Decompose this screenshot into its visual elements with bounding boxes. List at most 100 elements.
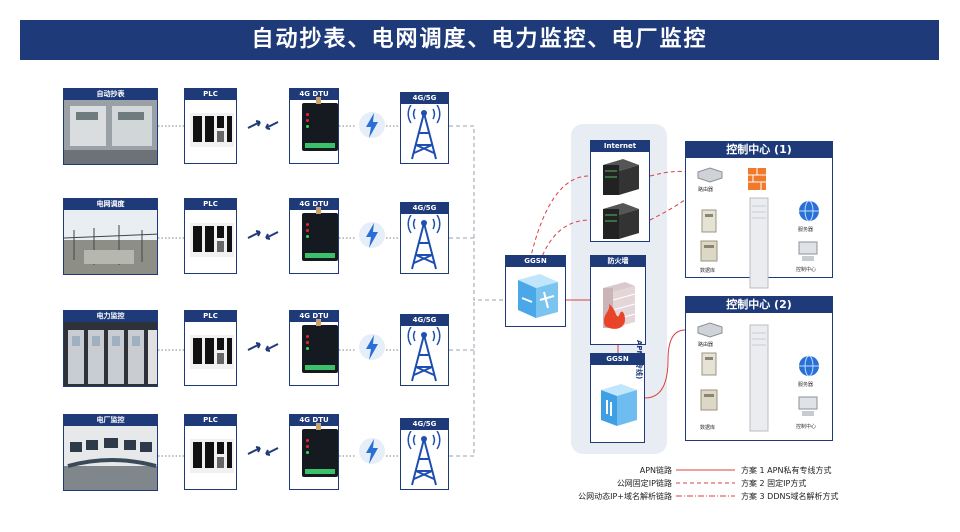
plc-device-icon bbox=[190, 439, 234, 473]
cell-tower-icon bbox=[407, 431, 441, 486]
ggsn-left-label: GGSN bbox=[506, 256, 565, 267]
plc-card: PLC bbox=[184, 310, 237, 386]
router-icon bbox=[697, 322, 723, 338]
router-cube-icon bbox=[518, 274, 558, 318]
cell-tower-icon bbox=[407, 327, 441, 382]
ggsn-to-internet-link bbox=[529, 175, 591, 261]
router-label: 路由器 bbox=[698, 187, 714, 193]
dtu-card: 4G DTU bbox=[289, 310, 339, 386]
plc-device-icon bbox=[190, 113, 234, 147]
firewall-icon bbox=[603, 282, 636, 329]
control-center-title: 控制中心 (1) bbox=[686, 142, 832, 158]
globe-server-icon bbox=[799, 355, 819, 377]
tower4-to-ggsn-link bbox=[449, 300, 475, 457]
dtu-device-icon bbox=[302, 319, 338, 373]
dtu-device-icon bbox=[302, 423, 338, 477]
dtu-card: 4G DTU bbox=[289, 88, 339, 164]
server-label: 服务器 bbox=[798, 227, 814, 233]
dtu-card: 4G DTU bbox=[289, 198, 339, 274]
workstation-icon bbox=[701, 209, 717, 233]
database-icon bbox=[700, 240, 718, 262]
tower-label: 4G/5G bbox=[401, 419, 448, 430]
tower-label: 4G/5G bbox=[401, 315, 448, 326]
ggsn-right-label: GGSN bbox=[591, 354, 644, 365]
router-icon bbox=[697, 167, 723, 183]
legend-name: APN链路 bbox=[639, 466, 672, 475]
plc-label: PLC bbox=[185, 415, 236, 426]
firewall-card: 防火墙 bbox=[590, 255, 646, 345]
tower-card: 4G/5G bbox=[400, 202, 449, 274]
plc-card: PLC bbox=[184, 414, 237, 490]
legend-desc: 方案 2 固定IP方式 bbox=[741, 479, 807, 488]
workstation-icon bbox=[701, 352, 717, 376]
ggsn-left-card: GGSN bbox=[505, 255, 566, 327]
internet-label: Internet bbox=[591, 141, 649, 152]
site-label: 电厂监控 bbox=[64, 415, 157, 426]
router-label: 路由器 bbox=[698, 342, 714, 348]
plc-card: PLC bbox=[184, 88, 237, 164]
control-label: 控制中心 bbox=[796, 267, 817, 273]
cell-tower-icon bbox=[407, 215, 441, 270]
site-card: 自动抄表 bbox=[63, 88, 158, 165]
database-label: 数据库 bbox=[700, 425, 716, 431]
server-label: 服务器 bbox=[798, 382, 814, 388]
dtu-label: 4G DTU bbox=[290, 311, 338, 322]
ggsn-to-cc2-apn-link bbox=[644, 329, 686, 399]
control-label: 控制中心 bbox=[796, 424, 817, 430]
site-label: 电力监控 bbox=[64, 311, 157, 322]
site-photo bbox=[64, 322, 157, 386]
site-card: 电网调度 bbox=[63, 198, 158, 275]
lightning-icon bbox=[359, 334, 385, 360]
tower1-to-ggsn-link bbox=[449, 125, 505, 301]
page-title: 自动抄表、电网调度、电力监控、电厂监控 bbox=[20, 20, 939, 60]
tower-label: 4G/5G bbox=[401, 203, 448, 214]
plc-card: PLC bbox=[184, 198, 237, 274]
internet-card: Internet bbox=[590, 140, 650, 242]
wireless-icon bbox=[247, 120, 279, 130]
wireless-icon bbox=[247, 230, 279, 240]
site-photo bbox=[64, 426, 157, 490]
tower-card: 4G/5G bbox=[400, 92, 449, 164]
ggsn-right-card: GGSN bbox=[590, 353, 645, 443]
site-label: 自动抄表 bbox=[64, 89, 157, 100]
tower-server-icon bbox=[749, 197, 769, 289]
dtu-device-icon bbox=[302, 207, 338, 261]
router-cube-icon bbox=[601, 384, 637, 426]
site-card: 电力监控 bbox=[63, 310, 158, 387]
globe-server-icon bbox=[799, 200, 819, 222]
database-label: 数据库 bbox=[700, 268, 716, 274]
plc-device-icon bbox=[190, 335, 234, 369]
firewall-label: 防火墙 bbox=[591, 256, 645, 267]
plc-label: PLC bbox=[185, 89, 236, 100]
wireless-icon bbox=[247, 446, 279, 456]
firewall-wall-icon bbox=[748, 168, 766, 190]
legend-desc: 方案 1 APN私有专线方式 bbox=[741, 466, 832, 475]
apn-vertical-label: APN (专线) bbox=[635, 340, 643, 380]
site-photo bbox=[64, 100, 157, 164]
dtu-card: 4G DTU bbox=[289, 414, 339, 490]
dtu-label: 4G DTU bbox=[290, 199, 338, 210]
plc-label: PLC bbox=[185, 311, 236, 322]
computer-icon bbox=[798, 241, 818, 261]
cell-tower-icon bbox=[407, 105, 441, 160]
tower-label: 4G/5G bbox=[401, 93, 448, 104]
plc-label: PLC bbox=[185, 199, 236, 210]
dtu-device-icon bbox=[302, 97, 338, 151]
legend-name: 公网动态IP+域名解析链路 bbox=[578, 492, 672, 501]
tower-card: 4G/5G bbox=[400, 314, 449, 386]
control-center-title: 控制中心 (2) bbox=[686, 297, 832, 313]
site-label: 电网调度 bbox=[64, 199, 157, 210]
ggsn-to-internet-link-2 bbox=[539, 219, 591, 263]
legend-name: 公网固定IP链路 bbox=[616, 479, 672, 488]
server-rack-icon bbox=[603, 159, 639, 239]
control-center-card: 控制中心 (2) 路由器 数据库 服务器 控制中心 bbox=[685, 296, 833, 441]
computer-icon bbox=[798, 396, 818, 416]
site-photo bbox=[64, 210, 157, 274]
control-center-card: 控制中心 (1) 路由器 数据库 服务器 控制中心 bbox=[685, 141, 833, 289]
site-card: 电厂监控 bbox=[63, 414, 158, 491]
legend-desc: 方案 3 DDNS域名解析方式 bbox=[741, 492, 839, 501]
lightning-icon bbox=[359, 112, 385, 138]
tower-card: 4G/5G bbox=[400, 418, 449, 490]
tower-server-icon bbox=[749, 324, 769, 432]
lightning-icon bbox=[359, 438, 385, 464]
